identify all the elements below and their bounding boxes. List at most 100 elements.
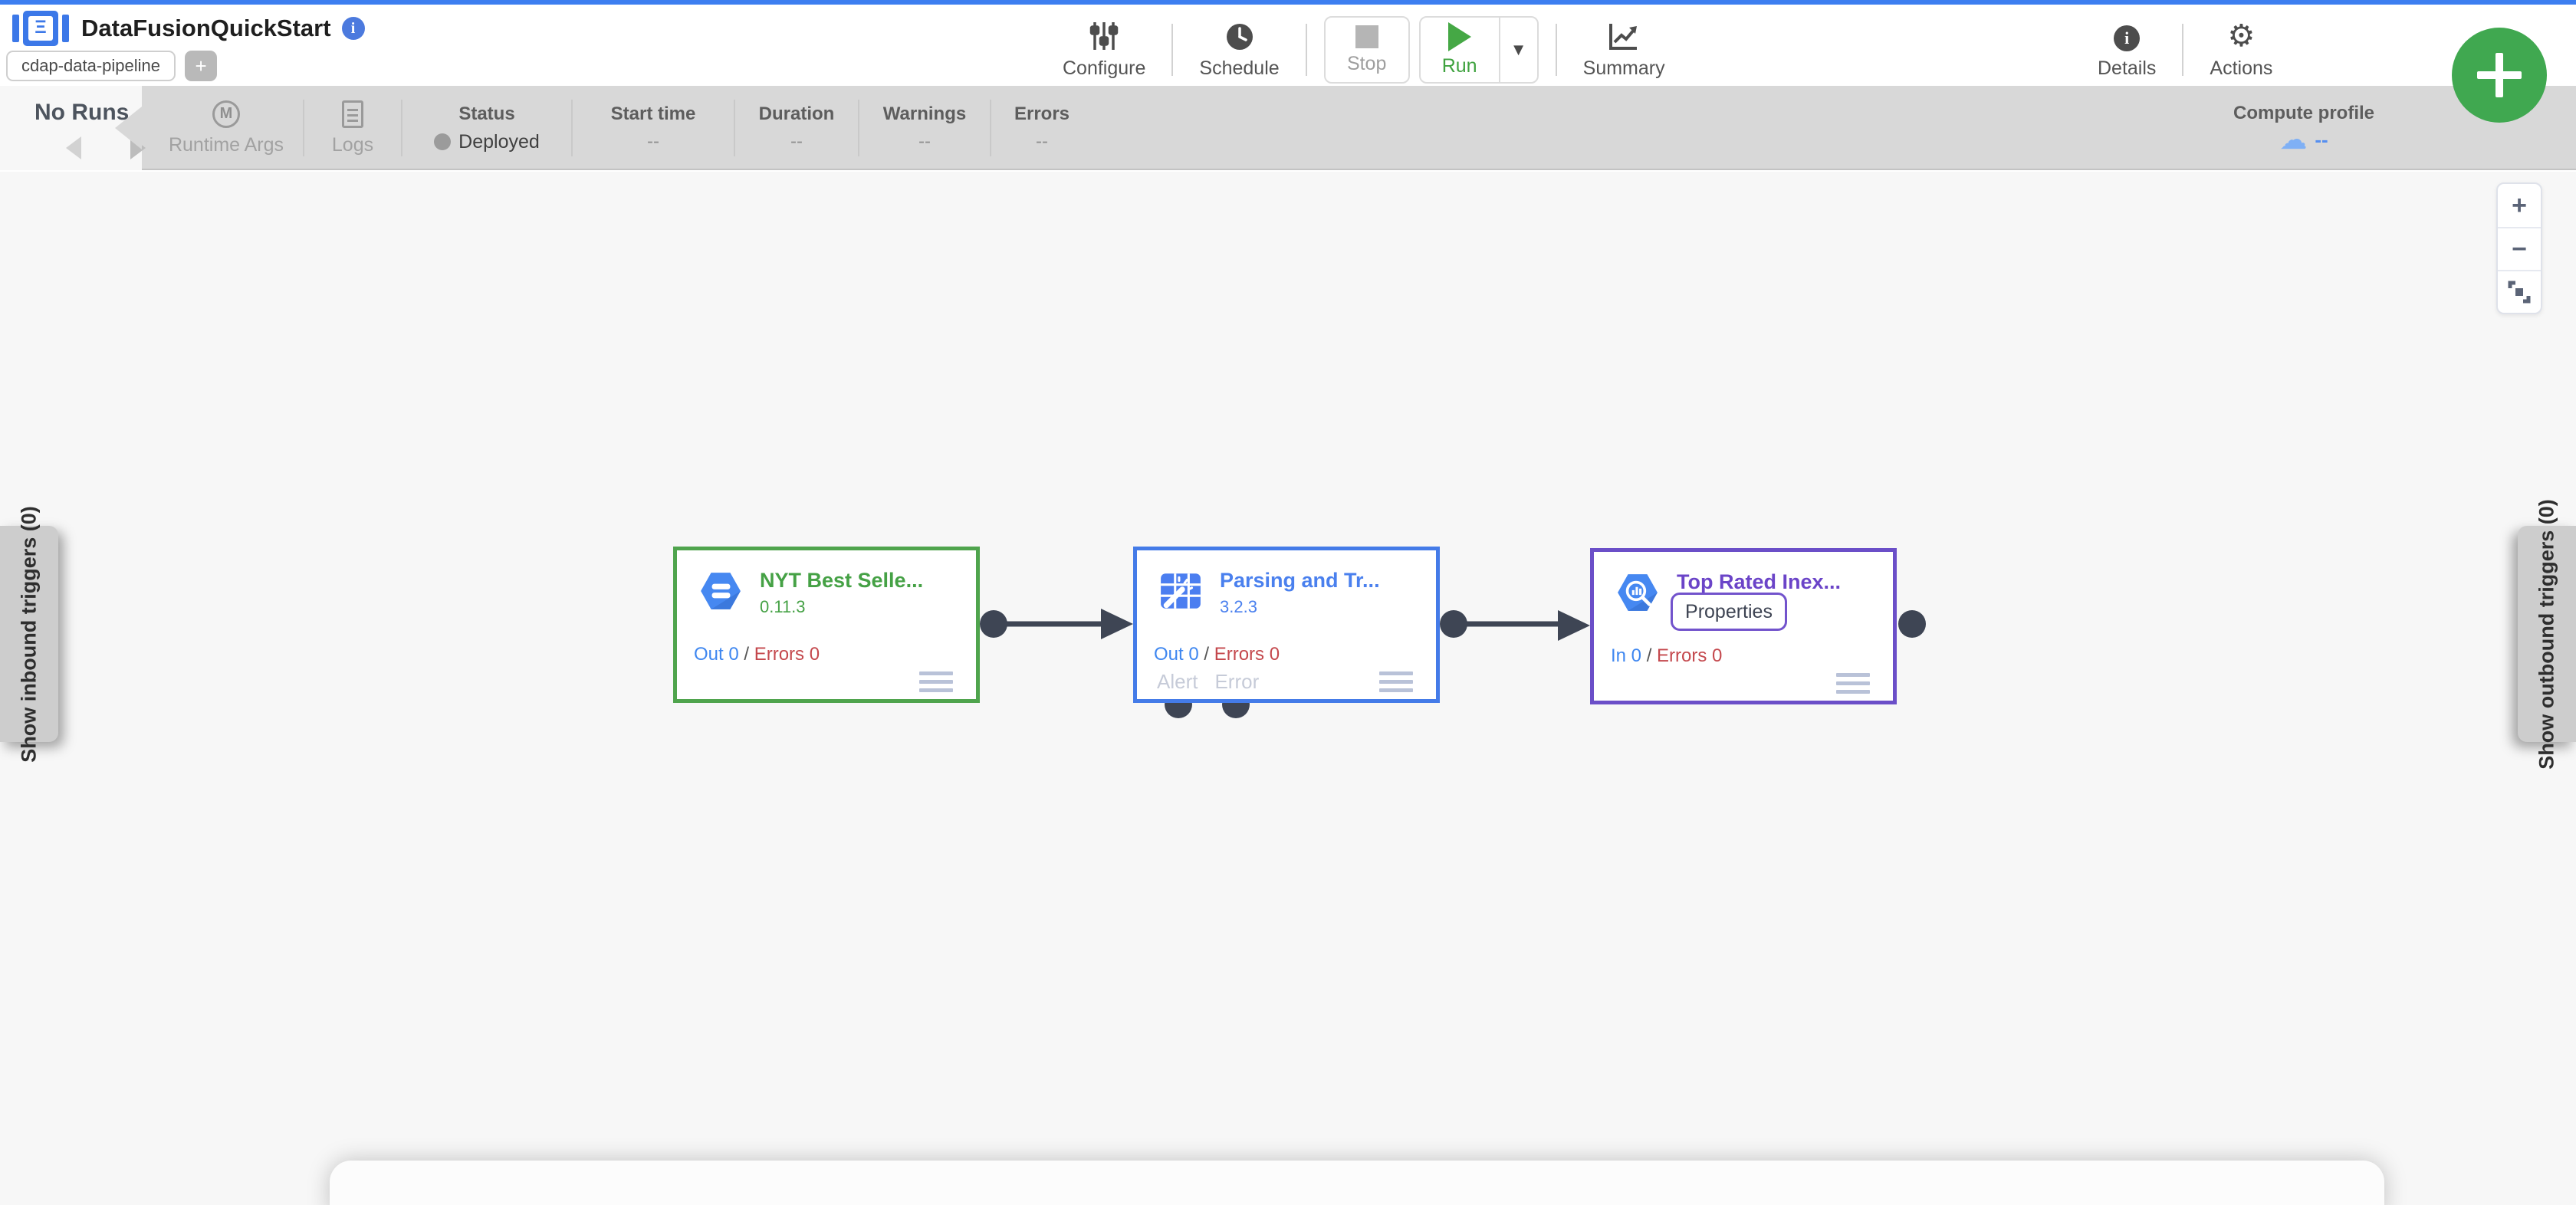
chart-icon	[1608, 21, 1640, 51]
node-transform[interactable]: Parsing and Tr... 3.2.3 Out 0 / Errors 0…	[1133, 547, 1440, 703]
runs-status-bar: No Runs M Runtime Args Logs Status Deplo…	[0, 86, 2576, 170]
summary-button[interactable]: Summary	[1557, 21, 1691, 80]
runs-count-label: No Runs	[34, 100, 130, 125]
run-button-group: Run ▼	[1418, 16, 1539, 84]
error-port-label: Error	[1214, 670, 1260, 693]
pubsub-hexagon-icon	[701, 573, 741, 609]
duration-column: Duration --	[758, 103, 835, 152]
errors-column: Errors --	[1014, 103, 1070, 152]
status-columns: M Runtime Args Logs Status Deployed Star…	[150, 86, 1092, 170]
node-sink[interactable]: Top Rated Inex... Properties In 0 / Erro…	[1590, 548, 1897, 704]
divider	[401, 100, 402, 156]
sliders-icon	[1089, 21, 1119, 51]
divider	[1171, 24, 1174, 76]
divider	[2182, 24, 2184, 76]
alert-port-label: Alert	[1157, 670, 1198, 693]
add-tag-button[interactable]: +	[185, 51, 218, 81]
logs-button[interactable]: Logs	[304, 86, 401, 170]
runtime-args-button[interactable]: M Runtime Args	[150, 86, 303, 170]
compute-profile-label: Compute profile	[2233, 103, 2374, 123]
node-title: Top Rated Inex...	[1677, 570, 1842, 593]
canvas-zoom-controls: + −	[2496, 182, 2542, 314]
divider	[734, 100, 735, 156]
run-options-dropdown[interactable]: ▼	[1498, 18, 1537, 82]
run-label: Run	[1441, 55, 1477, 77]
schedule-button[interactable]: Schedule	[1173, 21, 1305, 80]
zoom-out-button[interactable]: −	[2498, 227, 2541, 270]
runtime-args-icon: M	[212, 100, 240, 128]
outbound-triggers-tab[interactable]: Show outbound triggers (0)	[2518, 499, 2576, 769]
gear-icon: ⚙	[2227, 18, 2256, 53]
compute-profile[interactable]: Compute profile ☁ --	[2208, 86, 2400, 170]
node-version: 0.11.3	[760, 597, 806, 616]
runs-tab-notch	[115, 107, 142, 149]
logs-icon	[342, 100, 363, 128]
right-toolbar: i Details ⚙ Actions	[2072, 9, 2298, 90]
stop-icon	[1355, 25, 1378, 48]
zoom-in-button[interactable]: +	[2512, 190, 2527, 220]
status-dot-icon	[434, 133, 452, 150]
logs-label: Logs	[331, 133, 374, 156]
fit-to-screen-button[interactable]	[2498, 270, 2541, 313]
warnings-column: Warnings --	[882, 103, 967, 152]
properties-button[interactable]: Properties	[1671, 593, 1787, 631]
fit-to-screen-icon	[2508, 281, 2531, 304]
node-source[interactable]: NYT Best Selle... 0.11.3 Out 0 / Errors …	[673, 547, 980, 703]
status-value: Deployed	[434, 131, 540, 153]
details-button[interactable]: i Details	[2072, 21, 2182, 80]
stop-button[interactable]: Stop	[1323, 16, 1410, 84]
top-accent-strip	[0, 0, 2576, 5]
info-circle-icon: i	[2114, 21, 2141, 51]
run-button[interactable]: Run	[1421, 18, 1499, 82]
node-menu-icon[interactable]	[1836, 673, 1870, 694]
actions-label: Actions	[2210, 57, 2273, 79]
node-menu-icon[interactable]	[919, 671, 953, 692]
node-metrics: Out 0 / Errors 0	[1154, 644, 1280, 665]
node-port-labels: Alert Error	[1157, 670, 1259, 694]
node-title: Parsing and Tr...	[1220, 569, 1380, 592]
divider	[1305, 24, 1307, 76]
add-pipeline-fab[interactable]	[2452, 28, 2547, 123]
configure-button[interactable]: Configure	[1037, 21, 1171, 80]
play-icon	[1447, 22, 1471, 51]
divider	[1555, 24, 1557, 76]
wrangler-icon	[1161, 573, 1201, 609]
divider	[571, 100, 573, 156]
pipeline-canvas[interactable]: + − Show inbound triggers (0) Show outbo…	[0, 172, 2576, 1205]
stop-label: Stop	[1346, 52, 1387, 74]
inbound-triggers-label: Show inbound triggers (0)	[17, 505, 41, 763]
tag-row: cdap-data-pipeline +	[6, 51, 218, 81]
logo-glyph: Ξ	[34, 16, 47, 38]
bottom-panel-edge	[330, 1161, 2384, 1205]
divider	[990, 100, 991, 156]
summary-label: Summary	[1582, 57, 1665, 79]
node-title: NYT Best Selle...	[760, 569, 924, 592]
configure-label: Configure	[1063, 57, 1146, 79]
brand: Ξ DataFusionQuickStart i	[12, 11, 365, 46]
cloud-icon: ☁	[2279, 123, 2308, 155]
status-column: Status Deployed	[402, 86, 571, 170]
node-version: 3.2.3	[1220, 597, 1257, 616]
pipeline-title: DataFusionQuickStart	[81, 15, 331, 41]
inbound-triggers-tab[interactable]: Show inbound triggers (0)	[0, 506, 58, 762]
pipeline-info-icon[interactable]: i	[341, 17, 365, 40]
compute-profile-value: --	[2315, 127, 2328, 151]
actions-button[interactable]: ⚙ Actions	[2183, 21, 2298, 80]
pipeline-toolbar: Configure Schedule Stop Run	[1037, 9, 1691, 90]
bigquery-hexagon-icon	[1618, 574, 1658, 611]
details-label: Details	[2098, 57, 2157, 79]
divider	[303, 100, 304, 156]
node-menu-icon[interactable]	[1379, 671, 1413, 692]
cdap-logo-icon: Ξ	[12, 11, 69, 46]
clock-icon	[1225, 21, 1254, 51]
schedule-label: Schedule	[1199, 57, 1280, 79]
header: Ξ DataFusionQuickStart i cdap-data-pipel…	[0, 5, 2576, 86]
pipeline-type-tag: cdap-data-pipeline	[6, 51, 176, 81]
outbound-triggers-label: Show outbound triggers (0)	[2535, 498, 2558, 770]
node-metrics: In 0 / Errors 0	[1611, 645, 1723, 666]
caret-down-icon: ▼	[1510, 40, 1527, 59]
previous-run-arrow[interactable]	[66, 136, 81, 159]
divider	[858, 100, 859, 156]
start-time-column: Start time --	[610, 103, 696, 152]
node-metrics: Out 0 / Errors 0	[694, 644, 820, 665]
